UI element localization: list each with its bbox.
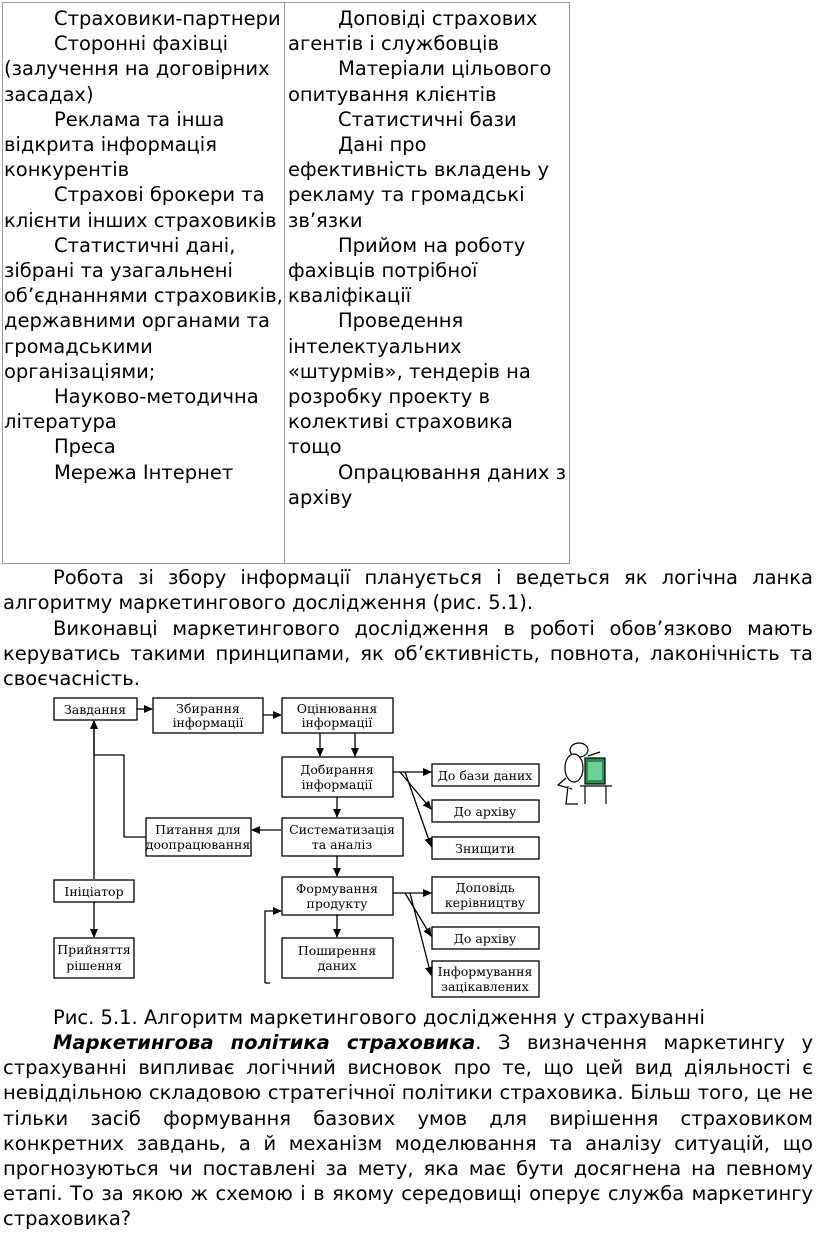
- spread-box: [281, 937, 394, 979]
- to-archive-label: До архіву: [454, 804, 517, 819]
- report-label: Доповідь: [455, 880, 514, 895]
- inform-label: Інформування: [438, 964, 533, 979]
- form-label: продукту: [307, 896, 369, 911]
- section-heading-inline: Маркетингова політика страховика: [53, 1031, 476, 1054]
- marketing-research-algorithm-diagram: Завдання Збирання інформації Оцінювання …: [0, 690, 816, 1005]
- table-cell-item: Сторонні фахівці (залучення на договірни…: [4, 32, 270, 106]
- figure-caption: Рис. 5.1. Алгоритм маркетингового дослід…: [53, 1006, 705, 1029]
- table-cell-item: Прийом на роботу фахівців потрібної квал…: [288, 233, 526, 308]
- to-db-box: [431, 763, 540, 787]
- table-cell-item: Матеріали цільового опитування клієнтів: [288, 57, 552, 106]
- collect-label: Збирання: [176, 701, 240, 716]
- algorithm-flowchart: Завдання Збирання інформації Оцінювання …: [53, 697, 612, 998]
- select-label: Добирання: [300, 762, 374, 777]
- task-label: Завдання: [64, 702, 126, 717]
- spread-label: Поширення: [298, 943, 376, 958]
- evaluate-label: Оцінювання: [297, 701, 378, 716]
- form-label: Формування: [296, 881, 378, 896]
- evaluate-label: інформації: [302, 715, 373, 730]
- select-label: інформації: [302, 777, 373, 792]
- table-cell-item: Страхові брокери та клієнти інших страхо…: [4, 183, 277, 232]
- to-db-label: До бази даних: [438, 768, 533, 783]
- decision-label: рішення: [66, 958, 122, 973]
- question-label: доопрацювання: [146, 837, 251, 852]
- paragraph-information-collection: Робота зі збору інформації планується і …: [3, 566, 813, 615]
- table-cell-item: Страховики-партнери: [54, 7, 281, 30]
- table-cell-item: Дані про ефективність вкладень у рекламу…: [288, 133, 550, 232]
- evaluate-box: [281, 697, 394, 734]
- inform-label: зацікавлених: [441, 979, 529, 994]
- destroy-box: [431, 836, 540, 860]
- paragraph-marketing-policy: Маркетингова політика страховика. З визн…: [3, 1030, 813, 1232]
- computer-user-icon: [556, 742, 612, 805]
- collect-box: [152, 697, 264, 734]
- table-cell-item: Преса: [54, 435, 116, 459]
- question-box: [145, 817, 252, 857]
- table-cell-item: Проведення інтелектуальних «штурмів», те…: [288, 309, 531, 459]
- to-archive-box-1: [431, 799, 540, 823]
- table-cell-item: Мережа Інтернет: [54, 460, 234, 484]
- paragraph-text: . З визначення маркетингу у страхуванні …: [3, 1031, 813, 1231]
- external-sources-column: Страховики-партнери Сторонні фахівці (за…: [3, 3, 285, 563]
- internal-sources-column: Доповіді страхових агентів і службовців …: [285, 3, 569, 563]
- inform-box: [431, 960, 540, 998]
- systematize-label: Систематизація: [289, 822, 395, 837]
- decision-label: Прийняття: [57, 942, 131, 957]
- table-cell-item: Науково-методична література: [4, 385, 259, 434]
- report-label: керівництву: [445, 895, 526, 910]
- table-cell-item: Статистичні бази: [338, 107, 517, 131]
- table-cell-item: Статистичні дані, зібрані та узагальнені…: [4, 233, 283, 383]
- systematize-box: [281, 817, 404, 857]
- destroy-label: Знищити: [455, 841, 515, 856]
- to-archive-label: До архіву: [454, 931, 517, 946]
- initiator-label: Ініціатор: [64, 884, 123, 899]
- table-cell-item: Опрацювання даних з архіву: [288, 460, 566, 509]
- to-archive-box-2: [431, 926, 540, 950]
- information-sources-table: Страховики-партнери Сторонні фахівці (за…: [2, 2, 570, 564]
- decision-box: [53, 937, 135, 979]
- systematize-label: та аналіз: [312, 837, 373, 852]
- paragraph-research-principles: Виконавці маркетингового дослідження в р…: [3, 617, 813, 691]
- table-cell-item: Доповіді страхових агентів і службовців: [288, 7, 538, 56]
- select-box: [281, 756, 394, 798]
- report-box: [431, 876, 540, 914]
- spread-label: даних: [318, 958, 357, 973]
- question-label: Питання для: [155, 822, 241, 837]
- table-cell-item: Реклама та інша відкрита інформація конк…: [4, 107, 225, 182]
- collect-label: інформації: [173, 715, 244, 730]
